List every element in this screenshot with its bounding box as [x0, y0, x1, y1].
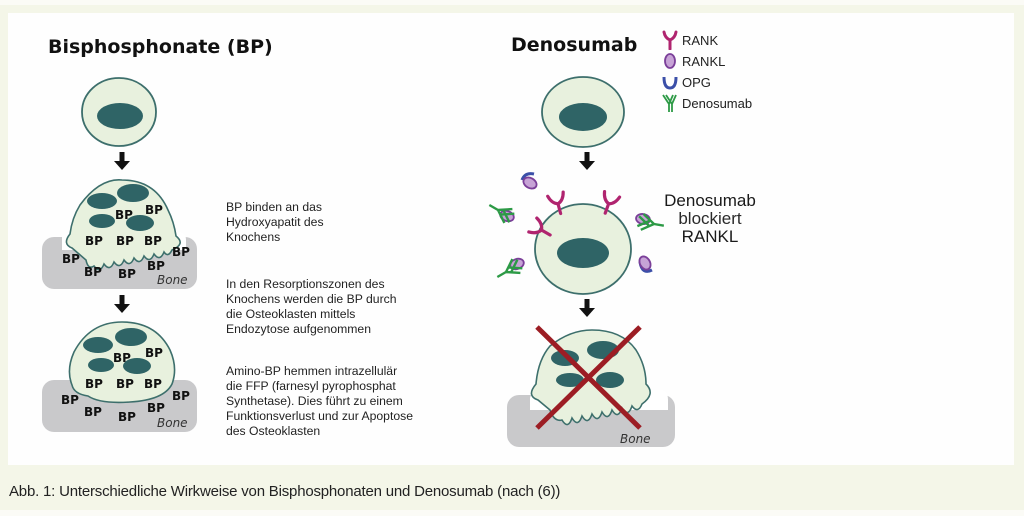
svg-text:BP: BP: [113, 351, 131, 365]
svg-text:BP: BP: [145, 346, 163, 360]
antibody-icon: [662, 94, 677, 112]
bisphosphonate-title: Bisphosphonate (BP): [48, 36, 273, 58]
description-uptake: In den Resorptionszonen des Knochens wer…: [226, 277, 397, 336]
bp-binding-stage: BP BP BP BP BP BP BP BP BP BP Bone: [42, 179, 197, 289]
svg-text:BP: BP: [116, 377, 134, 391]
svg-text:BP: BP: [61, 393, 79, 407]
svg-text:BP: BP: [62, 252, 80, 266]
bottom-band: [0, 510, 1024, 516]
svg-text:BP: BP: [85, 377, 103, 391]
svg-text:Bone: Bone: [620, 432, 651, 446]
dmab-resting-osteoclast: [541, 76, 625, 148]
svg-text:BP: BP: [118, 410, 136, 424]
svg-text:BP: BP: [147, 401, 165, 415]
dmab-blocking-stage: [484, 172, 667, 295]
svg-text:BP: BP: [84, 265, 102, 279]
figure-caption: Abb. 1: Unterschiedliche Wirkweise von B…: [9, 483, 561, 500]
nucleus: [559, 103, 607, 131]
svg-text:BP: BP: [172, 389, 190, 403]
svg-text:BP: BP: [145, 203, 163, 217]
description-apoptosis: Amino-BP hemmen intrazellulär die FFP (f…: [226, 364, 413, 438]
svg-text:Bone: Bone: [157, 416, 188, 430]
top-band: [0, 0, 1024, 5]
rank-receptor-icon: [662, 30, 678, 50]
cross-icon: [535, 325, 642, 430]
svg-text:BP: BP: [116, 234, 134, 248]
svg-text:BP: BP: [144, 234, 162, 248]
svg-text:BP: BP: [85, 234, 103, 248]
opg-icon: [662, 76, 678, 90]
arrow-down-icon: [114, 152, 130, 170]
svg-text:Bone: Bone: [157, 273, 188, 287]
svg-text:BP: BP: [172, 245, 190, 259]
dmab-inhibited-stage: Bone: [507, 325, 675, 447]
denosumab-title: Denosumab: [511, 34, 638, 56]
nucleus: [557, 238, 609, 268]
arrow-down-icon: [579, 299, 595, 317]
svg-text:BP: BP: [144, 377, 162, 391]
svg-text:BP: BP: [84, 405, 102, 419]
rankl-ligand-icon: [664, 53, 676, 69]
svg-text:BP: BP: [118, 267, 136, 281]
arrow-down-icon: [579, 152, 595, 170]
bp-resting-osteoclast: [81, 77, 157, 147]
denosumab-blocks-annotation: Denosumab blockiert RANKL: [664, 191, 756, 246]
nucleus: [97, 103, 143, 129]
svg-text:BP: BP: [147, 259, 165, 273]
bp-uptake-stage: BP BP BP BP BP BP BP BP BP BP Bone: [42, 321, 197, 432]
arrow-down-icon: [114, 295, 130, 313]
svg-text:BP: BP: [115, 208, 133, 222]
description-binding: BP binden an das Hydroxyapatit des Knoch…: [226, 200, 324, 244]
rankl-ligand-icon: [636, 253, 654, 273]
